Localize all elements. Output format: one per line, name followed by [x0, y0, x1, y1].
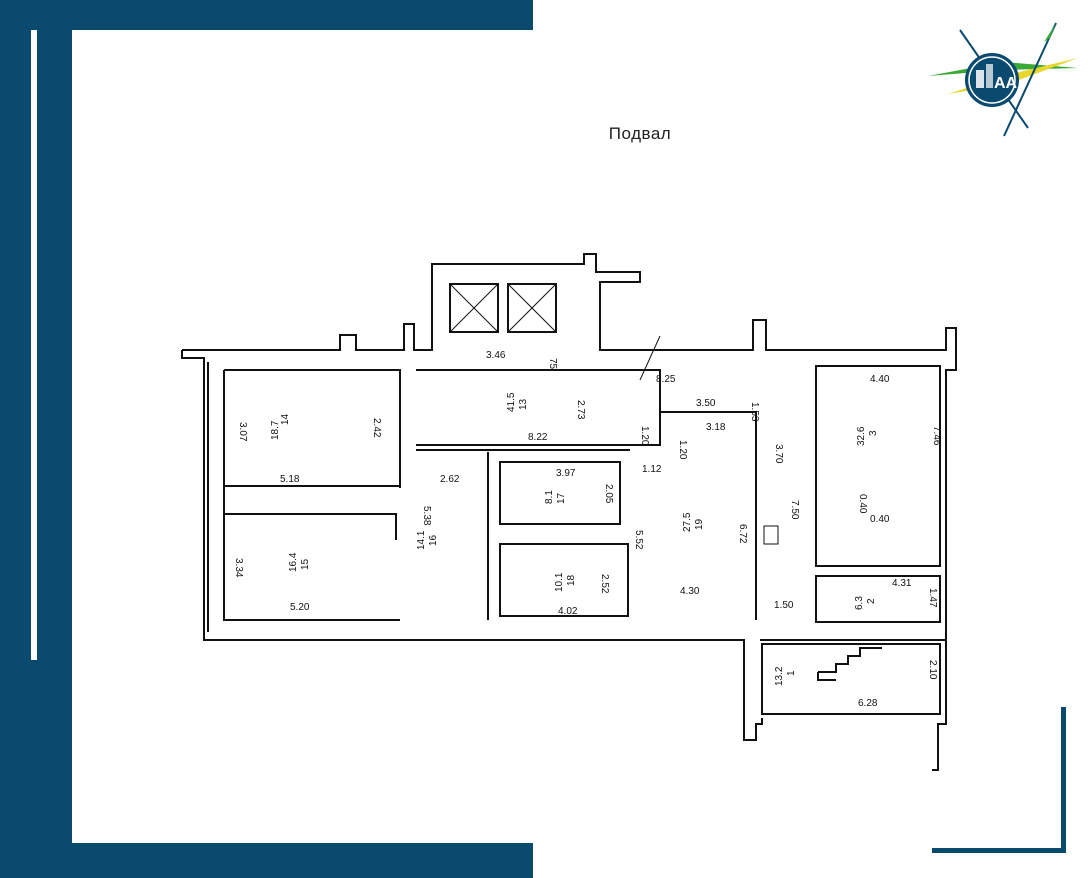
frame-corner-horizontal — [932, 848, 1066, 853]
room-18-area: 10.1 — [554, 572, 565, 592]
dim-label: 7.46 — [931, 426, 942, 446]
dim-label: 1.12 — [642, 464, 662, 475]
svg-text:AA: AA — [994, 75, 1018, 92]
dim-label: 4.40 — [870, 374, 890, 385]
dim-label: 2.52 — [599, 574, 610, 594]
room-13-number: 13 — [518, 398, 529, 410]
dim-label: 1.53 — [749, 402, 760, 422]
dim-label: 4.02 — [558, 606, 578, 617]
dim-label: 3.18 — [706, 422, 726, 433]
dim-label: 4.30 — [680, 586, 700, 597]
dim-label: 5.18 — [280, 474, 300, 485]
dim-label: 1.20 — [639, 426, 650, 446]
dim-label: 8.22 — [528, 432, 548, 443]
dim-label: 6.72 — [737, 524, 748, 544]
room-14-number: 14 — [280, 413, 291, 425]
room-13-area: 41.5 — [506, 392, 517, 412]
room-2-area: 6.3 — [854, 596, 865, 610]
room-16-number: 16 — [428, 534, 439, 546]
room-labels: 14 18.7 15 16.4 13 41.5 16 14.1 17 8.1 1… — [270, 392, 879, 686]
room-17-area: 8.1 — [544, 490, 555, 504]
dim-label: 3.07 — [237, 422, 248, 442]
frame-accent-line — [31, 30, 37, 660]
dim-label: 2.73 — [575, 400, 586, 420]
dim-label: 3.46 — [486, 350, 506, 361]
dim-label: 4.31 — [892, 578, 912, 589]
dim-label: 0.40 — [857, 494, 868, 514]
room-2-number: 2 — [866, 598, 877, 604]
room-14-area: 18.7 — [270, 420, 281, 440]
room-3-number: 3 — [868, 430, 879, 436]
dim-label: 0.40 — [870, 514, 890, 525]
room-15-number: 15 — [300, 558, 311, 570]
dim-label: 5.20 — [290, 602, 310, 613]
dimension-labels: 3.46 75 2.73 8.25 1.53 3.50 4.40 2.42 3.… — [233, 350, 942, 709]
dim-label: 6.28 — [858, 698, 878, 709]
dim-label: 5.52 — [633, 530, 644, 550]
dim-label: 1.47 — [927, 588, 938, 608]
floor-plan: 14 18.7 15 16.4 13 41.5 16 14.1 17 8.1 1… — [181, 253, 957, 771]
room-1-area: 13.2 — [774, 666, 785, 686]
dim-label: 1.50 — [774, 600, 794, 611]
room-18-number: 18 — [566, 574, 577, 586]
agency-logo-icon: AA — [928, 18, 1078, 138]
frame-corner-vertical — [1061, 707, 1066, 853]
frame-band-top — [0, 0, 533, 30]
frame-band-bottom — [0, 843, 533, 878]
room-16-area: 14.1 — [416, 530, 427, 550]
dim-label: 3.97 — [556, 468, 576, 479]
dim-label: 2.05 — [603, 484, 614, 504]
dim-label: 2.62 — [440, 474, 460, 485]
dim-label: 2.10 — [927, 660, 938, 680]
dim-label: 75 — [547, 358, 558, 370]
dim-label: 3.50 — [696, 398, 716, 409]
room-15-area: 16.4 — [288, 552, 299, 572]
room-1-number: 1 — [786, 670, 797, 676]
dim-label: 3.70 — [773, 444, 784, 464]
dim-label: 3.34 — [233, 558, 244, 578]
room-3-area: 32.6 — [856, 426, 867, 446]
page-title: Подвал — [608, 124, 672, 143]
dim-label: 1.20 — [677, 440, 688, 460]
room-19-area: 27.5 — [682, 512, 693, 532]
room-19-number: 19 — [694, 518, 705, 530]
dim-label: 2.42 — [371, 418, 382, 438]
dim-label: 8.25 — [656, 374, 676, 385]
room-17-number: 17 — [556, 492, 567, 504]
dim-label: 7.50 — [789, 500, 800, 520]
dim-label: 5.38 — [421, 506, 432, 526]
